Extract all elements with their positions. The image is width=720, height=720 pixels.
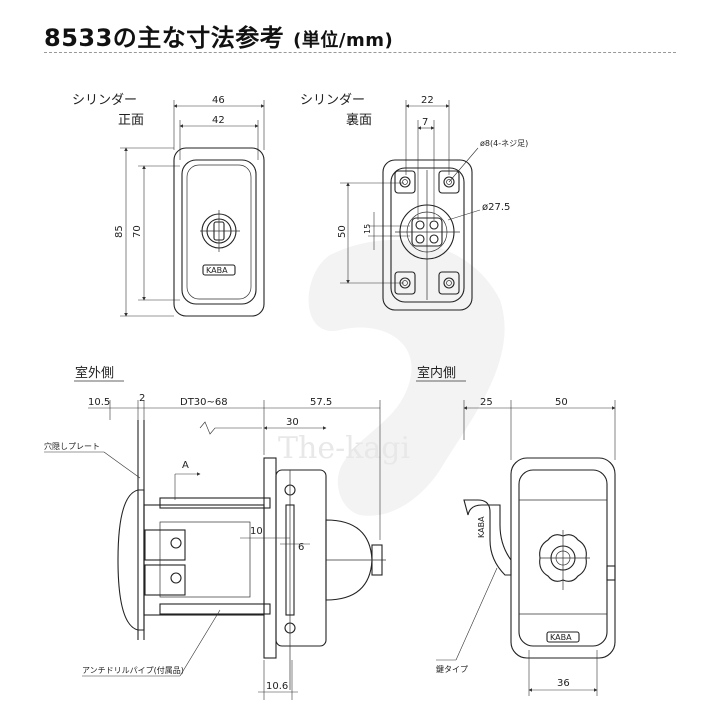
outside-dim-dt: DT30~68 (180, 397, 228, 408)
front-dim-85: 85 (114, 225, 125, 238)
back-label-2: 裏面 (346, 113, 372, 128)
back-dim-15: 15 (363, 224, 372, 234)
screw-feet (394, 170, 460, 295)
inside-label: 室内側 (417, 365, 456, 381)
page-title: 8533の主な寸法参考 (単位/mm) (44, 18, 393, 53)
back-view: シリンダー 裏面 22 7 50 15 (300, 93, 528, 311)
inside-dim-36: 36 (557, 678, 570, 689)
back-dim-22: 22 (421, 95, 434, 106)
watermark: The-kagi (278, 240, 505, 516)
title-main: 8533の主な寸法参考 (44, 24, 285, 52)
inside-dim-50: 50 (555, 397, 568, 408)
outside-callout-a: A (182, 460, 189, 471)
outside-dim-6: 6 (298, 542, 304, 553)
inside-callout-type: 鍵タイプ (436, 664, 468, 674)
inside-side-brand: KABA (477, 516, 486, 538)
front-dim-46: 46 (212, 95, 225, 106)
title-divider (44, 52, 676, 53)
front-brand: KABA (206, 266, 228, 275)
inside-dim-25: 25 (480, 397, 493, 408)
outside-dim-10-5: 10.5 (88, 397, 110, 408)
back-dim-50: 50 (337, 225, 348, 238)
front-label-2: 正面 (118, 113, 144, 128)
outside-view: 室外側 10.5 2 DT30~68 57.5 30 穴隠しプレート A (44, 365, 386, 700)
outside-dim-57-5: 57.5 (310, 397, 332, 408)
outside-dim-10: 10 (250, 526, 263, 537)
front-label-1: シリンダー (72, 93, 137, 108)
inside-brand: KABA (550, 633, 572, 642)
back-note-diameter: ø27.5 (482, 202, 510, 213)
inside-view: 室内側 25 50 KABA KABA 鍵タイプ 3 (416, 365, 616, 696)
watermark-text: The-kagi (278, 431, 410, 466)
outside-dim-2: 2 (139, 393, 145, 404)
front-dim-70: 70 (132, 225, 143, 238)
front-dim-42: 42 (212, 115, 225, 126)
outside-label: 室外側 (75, 365, 114, 381)
back-note-hole: ø8(4-ネジ足) (480, 139, 528, 148)
outside-callout-pipe: アンチドリルパイプ(付属品) (82, 665, 184, 675)
front-view: シリンダー 正面 46 42 85 70 KABA (72, 93, 265, 317)
outside-dim-10-6: 10.6 (266, 681, 288, 692)
back-label-1: シリンダー (300, 93, 365, 108)
outside-callout-plate: 穴隠しプレート (44, 441, 100, 451)
outside-dim-30: 30 (286, 417, 299, 428)
title-unit: (単位/mm) (293, 30, 394, 51)
back-dim-7: 7 (422, 117, 428, 128)
